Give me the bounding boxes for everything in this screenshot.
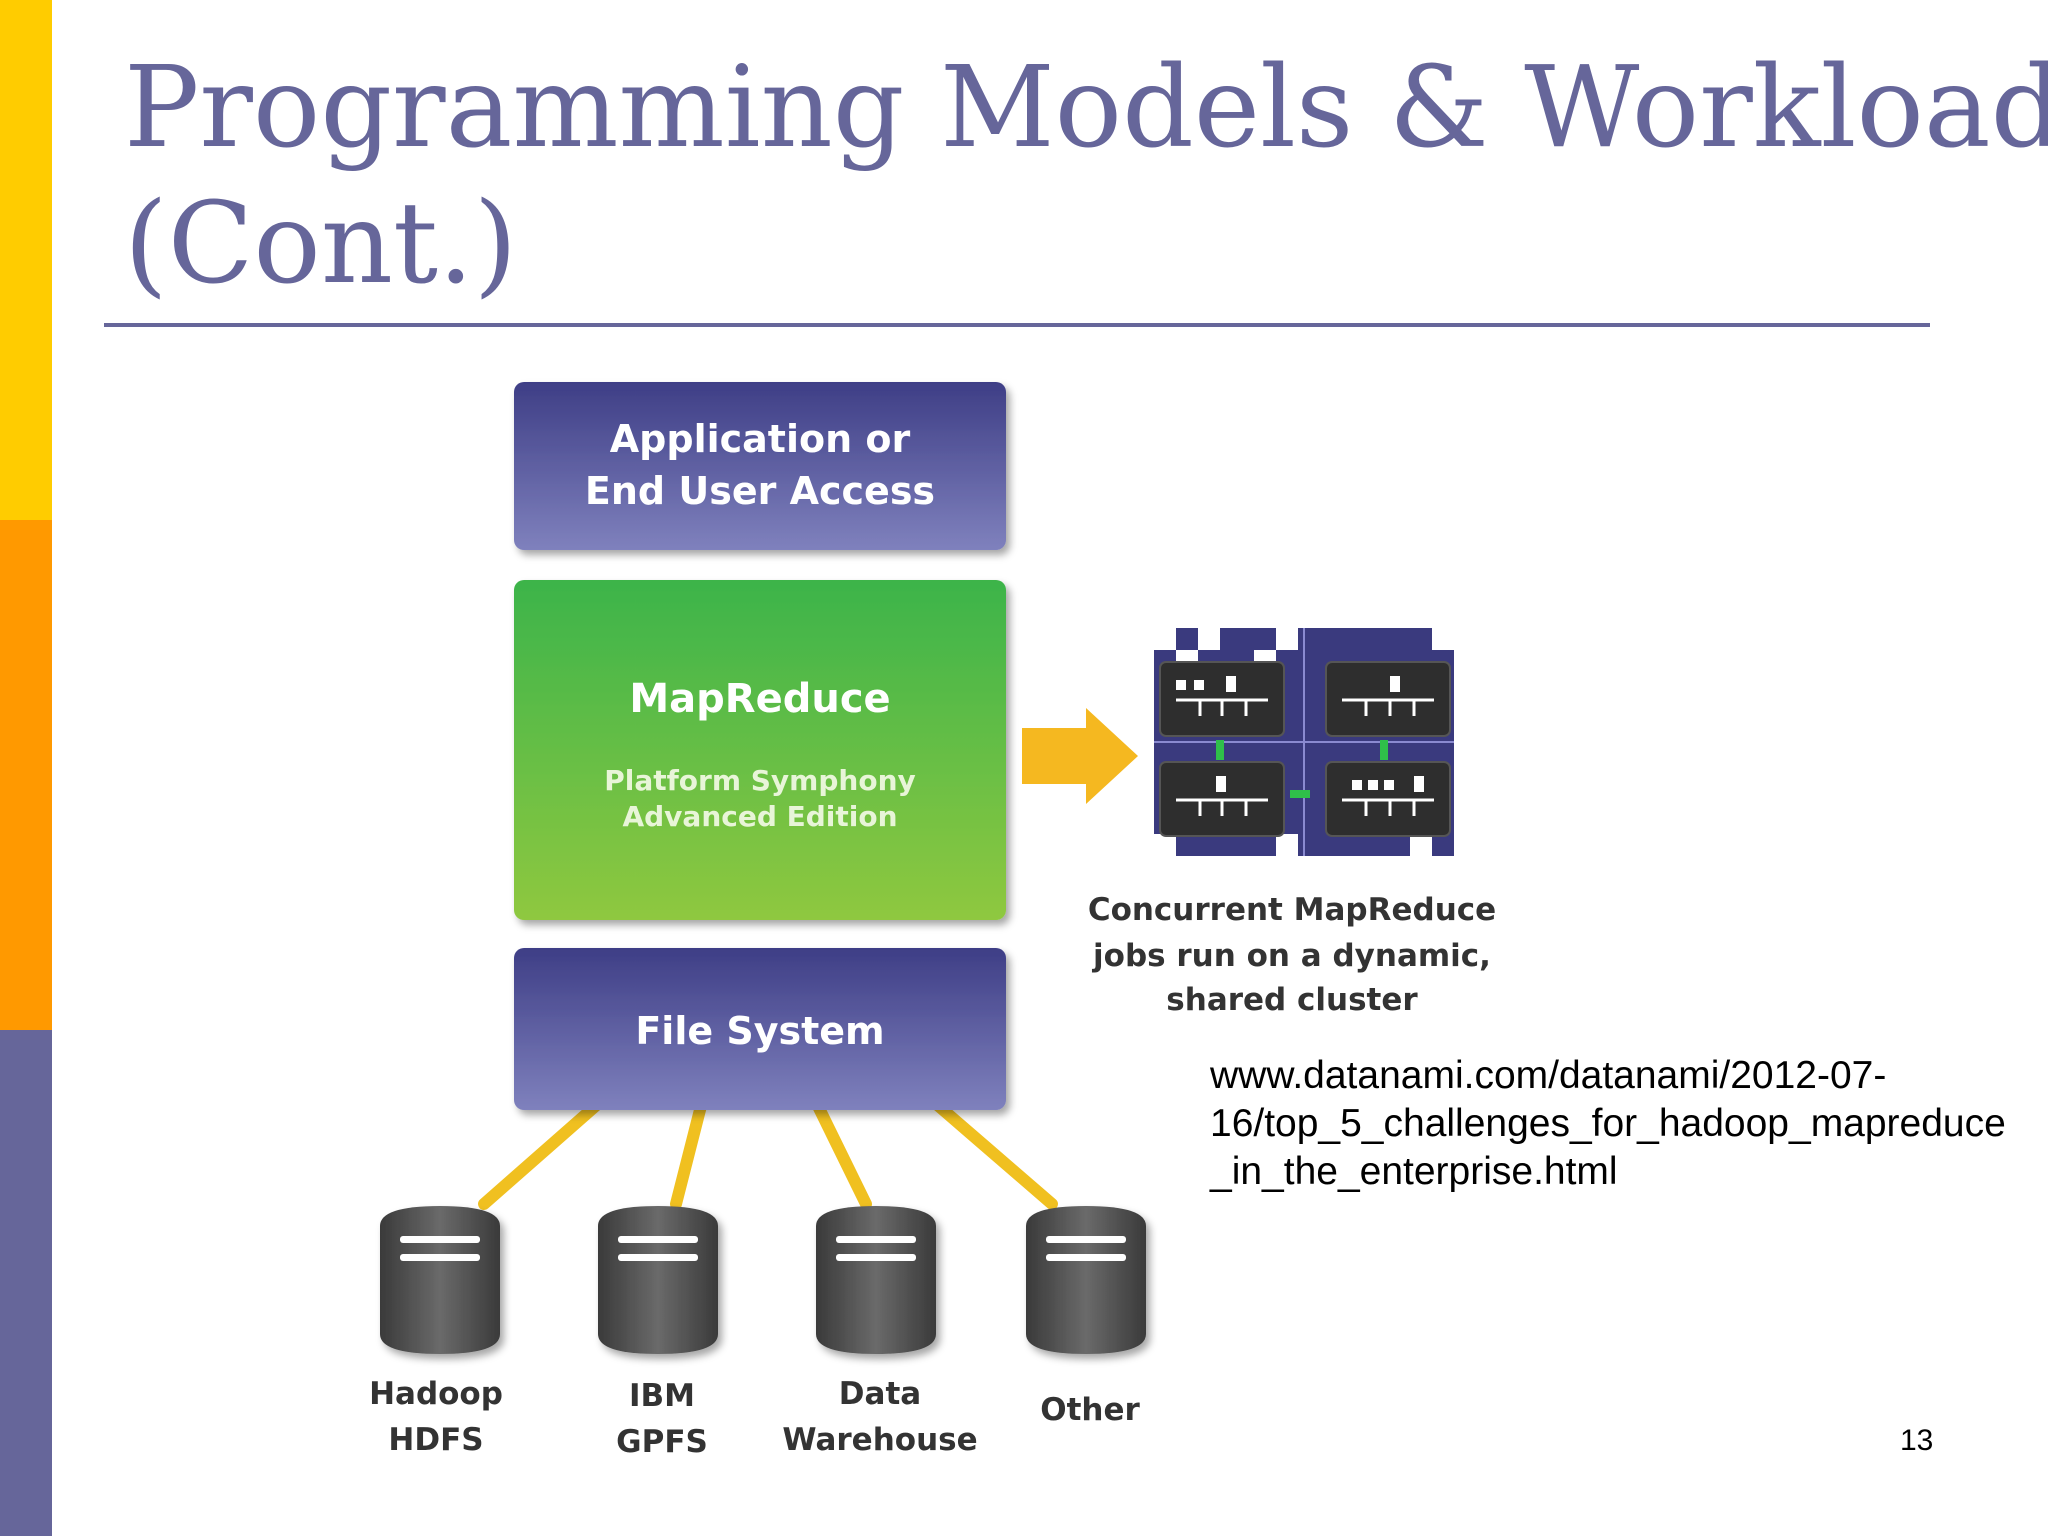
connector-hdfs: [478, 1096, 606, 1210]
storage-warehouse-line-2: Warehouse: [782, 1422, 977, 1458]
slide-title-line-1: Programming Models & Workloads: [124, 43, 2048, 173]
mapreduce-title: MapReduce: [629, 676, 890, 722]
mapreduce-subtitle-line-1: Platform Symphony: [604, 764, 916, 797]
cluster-caption-line-3: shared cluster: [1166, 982, 1418, 1018]
right-arrow-icon: [1022, 708, 1138, 804]
accent-bar-yellow: [0, 0, 52, 520]
slide-title-line-2: (Cont.): [124, 179, 518, 309]
citation-url[interactable]: www.datanami.com/datanami/2012-07- 16/to…: [1210, 1052, 2040, 1196]
cluster-grid-icon: [1154, 628, 1454, 856]
connector-other: [928, 1096, 1058, 1210]
database-icon: [598, 1206, 718, 1354]
citation-line-3: _in_the_enterprise.html: [1210, 1150, 1618, 1193]
storage-warehouse: Data Warehouse: [782, 1206, 978, 1458]
accent-bar-purple: [0, 1030, 52, 1536]
page-number: 13: [1900, 1424, 1934, 1457]
slide-title: Programming Models & Workloads (Cont.): [124, 40, 2048, 312]
storage-gpfs-line-2: GPFS: [616, 1424, 708, 1460]
database-icon: [380, 1206, 500, 1354]
citation-line-1: www.datanami.com/datanami/2012-07-: [1210, 1054, 1887, 1097]
storage-hdfs-line-1: Hadoop: [369, 1376, 503, 1412]
cluster-caption: Concurrent MapReduce jobs run on a dynam…: [1088, 892, 1496, 1018]
citation-line-2: 16/top_5_challenges_for_hadoop_mapreduce: [1210, 1102, 2006, 1145]
application-box-line-2: End User Access: [585, 469, 935, 513]
storage-warehouse-line-1: Data: [839, 1376, 921, 1412]
cluster-caption-line-1: Concurrent MapReduce: [1088, 892, 1496, 928]
storage-other-line-1: Other: [1040, 1392, 1140, 1428]
connector-gpfs: [670, 1096, 708, 1210]
storage-other: Other: [1026, 1206, 1146, 1428]
accent-bar-orange: [0, 520, 52, 1030]
application-box-line-1: Application or: [610, 417, 911, 461]
mapreduce-subtitle-line-2: Advanced Edition: [622, 800, 897, 833]
storage-gpfs-line-1: IBM: [629, 1378, 695, 1414]
mapreduce-box: MapReduce Platform Symphony Advanced Edi…: [514, 580, 1006, 920]
storage-connectors: [478, 1096, 1058, 1210]
storage-hdfs-line-2: HDFS: [388, 1422, 483, 1458]
storage-hdfs: Hadoop HDFS: [369, 1206, 503, 1458]
file-system-box: File System: [514, 948, 1006, 1110]
title-divider: [104, 323, 1930, 327]
storage-gpfs: IBM GPFS: [598, 1206, 718, 1460]
application-access-box: Application or End User Access: [514, 382, 1006, 550]
database-icon: [1026, 1206, 1146, 1354]
connector-warehouse: [810, 1096, 872, 1210]
file-system-label: File System: [635, 1009, 884, 1053]
cluster-caption-line-2: jobs run on a dynamic,: [1091, 938, 1491, 974]
database-icon: [816, 1206, 936, 1354]
